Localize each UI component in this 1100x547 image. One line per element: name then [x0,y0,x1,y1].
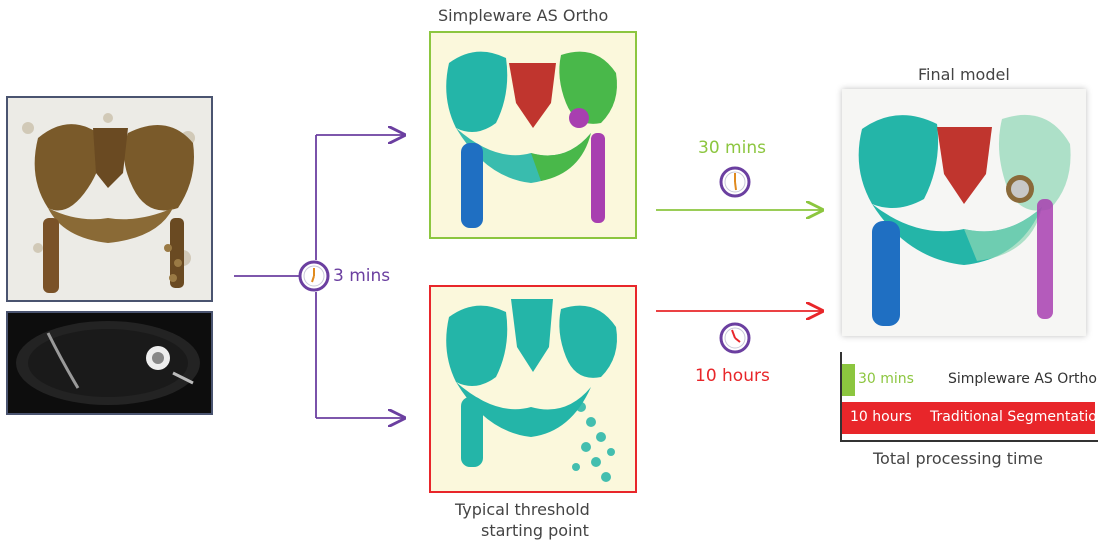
clock-icon [719,166,751,198]
clock-icon [719,322,751,354]
processing-time-chart: 30 mins Simpleware AS Ortho 10 hours Tra… [840,352,1100,442]
final-model-title: Final model [918,65,1010,84]
ortho-panel-title: Simpleware AS Ortho [438,6,609,25]
bar-traditional-value: 10 hours [850,409,912,425]
threshold-segmentation-image [429,285,637,493]
bar-simpleware-category: Simpleware AS Ortho [948,371,1097,387]
ortho-segmentation-image [429,31,637,239]
bar-traditional [842,402,1095,434]
threshold-time-label: 10 hours [695,366,770,386]
chart-axis [840,352,842,440]
threshold-panel-title-line2: starting point [481,521,589,540]
chart-x-label: Total processing time [873,449,1043,468]
clock-icon [298,260,330,292]
bar-simpleware-value: 30 mins [858,371,914,387]
ortho-time-label: 30 mins [698,138,766,158]
initial-time-label: 3 mins [333,266,391,286]
ct-slice-image [6,311,213,415]
threshold-panel-title-line1: Typical threshold [455,500,590,519]
chart-baseline [840,440,1098,442]
final-model-image [842,89,1086,336]
bar-simpleware [842,364,855,396]
volume-render-image [6,96,213,302]
bar-traditional-category: Traditional Segmentation [930,409,1100,425]
